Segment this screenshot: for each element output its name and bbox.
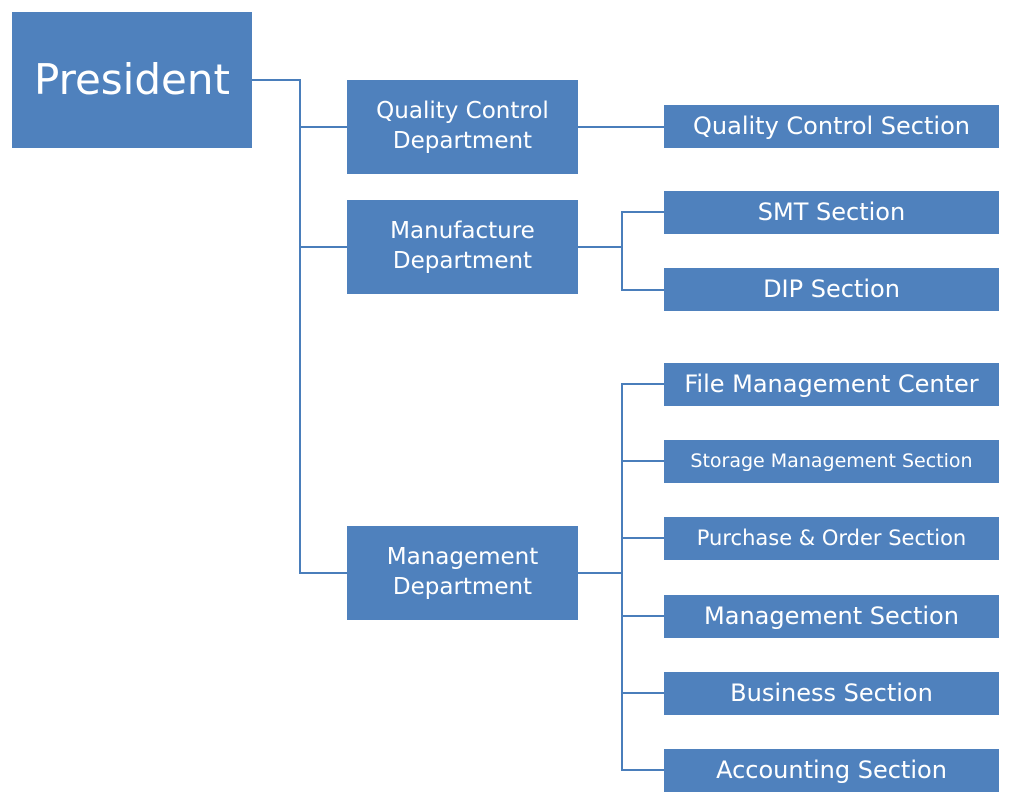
smt-section-box: SMT Section	[664, 191, 999, 234]
purchase-order-section-box: Purchase & Order Section	[664, 517, 999, 560]
file-management-center-box: File Management Center	[664, 363, 999, 406]
accounting-section-box: Accounting Section	[664, 749, 999, 792]
storage-management-section-box: Storage Management Section	[664, 440, 999, 483]
management-department-box: Management Department	[347, 526, 578, 620]
president-box: President	[12, 12, 252, 148]
quality-control-department-box: Quality Control Department	[347, 80, 578, 174]
quality-control-section-box: Quality Control Section	[664, 105, 999, 148]
management-section-box: Management Section	[664, 595, 999, 638]
dip-section-box: DIP Section	[664, 268, 999, 311]
business-section-box: Business Section	[664, 672, 999, 715]
manufacture-department-box: Manufacture Department	[347, 200, 578, 294]
